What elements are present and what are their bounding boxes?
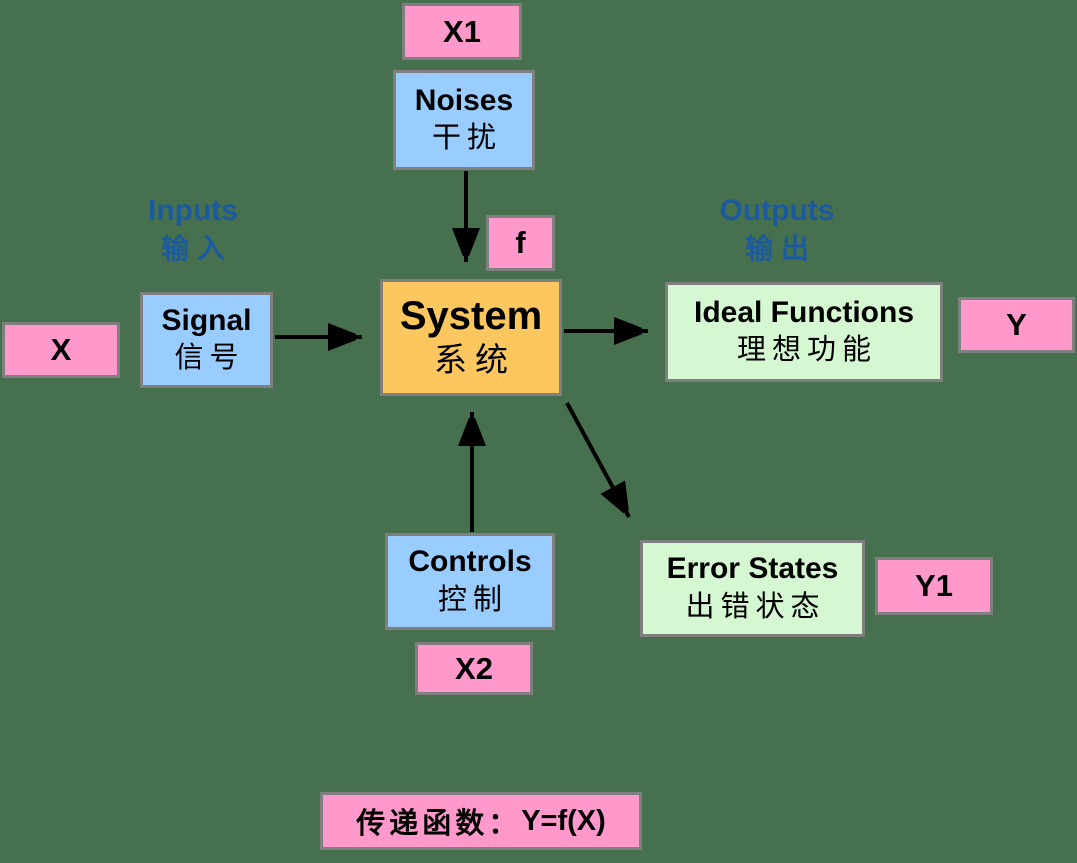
node-signal: Signal 信号 [140, 292, 273, 388]
node-error-states: Error States 出错状态 [640, 540, 865, 637]
transfer-function-formula: Y=f(X) [521, 804, 606, 837]
outputs-subtitle: 输出 [744, 233, 817, 264]
node-y1: Y1 [875, 557, 993, 615]
inputs-subtitle: 输入 [160, 233, 233, 264]
node-x2-label: X2 [455, 650, 493, 686]
node-ideal-functions-title: Ideal Functions [693, 295, 915, 329]
inputs-section-label: Inputs 输入 [123, 193, 263, 268]
node-y: Y [958, 297, 1075, 353]
node-system-subtitle: 系统 [434, 341, 516, 379]
node-x: X [2, 322, 120, 378]
transfer-function-box: 传递函数： Y=f(X) [320, 792, 642, 850]
node-f-label: f [515, 225, 526, 260]
node-x1-label: X1 [443, 13, 481, 49]
transfer-function-label-cn: 传递函数： [356, 808, 522, 840]
inputs-title: Inputs [148, 194, 238, 227]
node-y1-label: Y1 [915, 568, 953, 603]
node-controls: Controls 控制 [385, 533, 555, 630]
node-controls-title: Controls [408, 545, 532, 579]
node-error-states-subtitle: 出错状态 [685, 590, 826, 623]
node-system-title: System [399, 294, 543, 339]
node-signal-subtitle: 信号 [174, 342, 245, 375]
node-noises-subtitle: 干扰 [431, 122, 502, 155]
node-ideal-functions: Ideal Functions 理想功能 [665, 282, 943, 382]
node-x2: X2 [415, 642, 533, 695]
node-noises-title: Noises [414, 83, 514, 117]
node-signal-title: Signal [161, 303, 252, 337]
node-system: System 系统 [380, 279, 562, 396]
node-controls-subtitle: 控制 [437, 583, 508, 616]
node-error-states-title: Error States [666, 552, 839, 586]
node-x1: X1 [402, 3, 522, 60]
node-y-label: Y [1006, 307, 1027, 342]
outputs-section-label: Outputs 输出 [707, 193, 847, 268]
node-f: f [486, 215, 555, 271]
arrow-system-to-errors [565, 402, 631, 517]
node-ideal-functions-subtitle: 理想功能 [736, 334, 877, 367]
outputs-title: Outputs [719, 194, 835, 227]
node-x-label: X [50, 332, 72, 367]
node-noises: Noises 干扰 [393, 70, 535, 170]
